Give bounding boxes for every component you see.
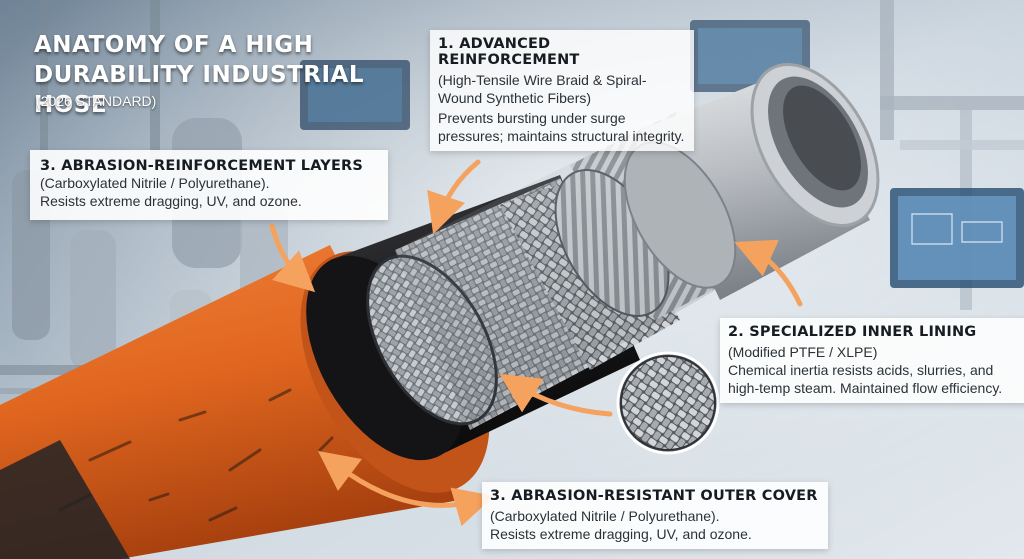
callout-heading: 1. ADVANCED REINFORCEMENT: [438, 36, 580, 68]
callout-outer-cover: 3. ABRASION-RESISTANT OUTER COVER (Carbo…: [482, 482, 828, 549]
callout-description: Resists extreme dragging, UV, and ozone.: [40, 193, 302, 209]
callout-description: Prevents bursting under surge pressures;…: [438, 110, 685, 144]
callout-material: (Carboxylated Nitrile / Polyurethane).: [40, 175, 270, 191]
callout-material: (Modified PTFE / XLPE): [728, 344, 878, 360]
callout-description: Resists extreme dragging, UV, and ozone.: [490, 526, 752, 542]
callout-material: (Carboxylated Nitrile / Polyurethane).: [490, 508, 720, 524]
braid-closeup-icon: [616, 351, 720, 455]
callout-heading: 2. SPECIALIZED INNER LINING: [728, 324, 977, 340]
callout-advanced-reinforcement: 1. ADVANCED REINFORCEMENT (High-Tensile …: [430, 30, 694, 151]
callout-heading: 3. ABRASION-RESISTANT OUTER COVER: [490, 488, 818, 504]
page-title: ANATOMY OF A HIGH DURABILITY INDUSTRIAL …: [34, 32, 364, 118]
callout-inner-lining: 2. SPECIALIZED INNER LINING (Modified PT…: [720, 318, 1024, 403]
callout-material: (High-Tensile Wire Braid & Spiral-Wound …: [438, 72, 647, 106]
callout-heading: 3. ABRASION-REINFORCEMENT LAYERS: [40, 158, 364, 174]
page-subtitle: (2026 STANDARD): [36, 93, 157, 109]
callout-abrasion-layers: 3. ABRASION-REINFORCEMENT LAYERS (Carbox…: [30, 150, 388, 220]
curved-arrow-icon: [269, 159, 803, 527]
callout-description: Chemical inertia resists acids, slurries…: [728, 362, 1003, 396]
